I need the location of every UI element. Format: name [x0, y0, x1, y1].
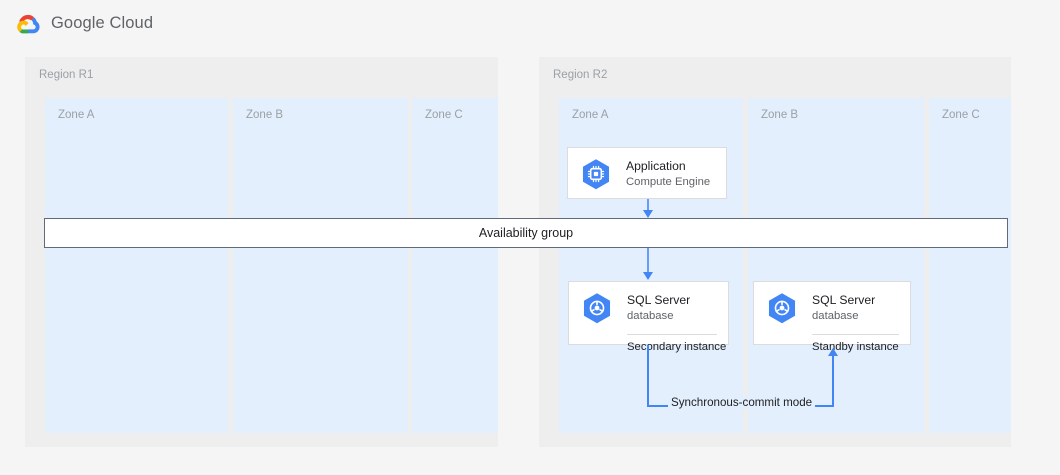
node-card-application[interactable]: Application Compute Engine: [567, 147, 727, 199]
node-card-sql-server-standby-texts: SQL Server database: [812, 293, 875, 322]
compute-engine-icon: [582, 159, 610, 190]
node-card-application-title: Application: [626, 159, 686, 174]
node-card-sql-server-secondary[interactable]: SQL Server database Secondary instance: [568, 281, 729, 353]
node-card-sql-server-secondary-title: SQL Server: [627, 293, 691, 308]
connector-availability-group-to-secondary-line: [647, 248, 649, 273]
zone-r1-a-label: Zone A: [58, 109, 95, 121]
sql-server-icon: [768, 293, 796, 324]
availability-group-bar[interactable]: Availability group: [44, 218, 1008, 248]
node-card-sql-server-secondary-body: SQL Server database: [569, 282, 728, 334]
node-card-application-subtitle: Compute Engine: [626, 175, 711, 188]
node-card-sql-server-secondary-subtitle: database: [627, 309, 674, 322]
connector-app-to-availability-group-arrow: [643, 210, 653, 218]
node-card-application-body: Application Compute Engine: [568, 148, 726, 200]
node-card-sql-server-secondary-footer: Secondary instance: [627, 334, 726, 360]
node-card-sql-server-standby[interactable]: SQL Server database Standby instance: [753, 281, 911, 353]
node-card-sql-server-standby-body: SQL Server database: [754, 282, 910, 334]
connector-sync-commit-label: Synchronous-commit mode: [668, 396, 816, 409]
node-card-sql-server-secondary-texts: SQL Server database: [627, 293, 690, 322]
connector-sync-commit-right-leg: [832, 356, 834, 407]
zone-r2-c-label: Zone C: [942, 109, 980, 121]
sql-server-icon: [583, 293, 611, 324]
zone-r2-c: Zone C: [929, 98, 1011, 433]
zone-r1-b: Zone B: [233, 98, 408, 433]
brand-name: Google Cloud: [51, 13, 154, 32]
connector-app-to-availability-group-line: [647, 199, 649, 212]
availability-group-label: Availability group: [478, 226, 574, 240]
zone-r1-c: Zone C: [412, 98, 498, 433]
zone-r2-b: Zone B: [748, 98, 924, 433]
node-card-application-texts: Application Compute Engine: [626, 159, 710, 188]
google-cloud-logo-icon: [17, 14, 40, 34]
connector-availability-group-to-secondary-arrow: [643, 272, 653, 280]
node-card-sql-server-standby-subtitle: database: [812, 309, 859, 322]
region-r2-label: Region R2: [553, 69, 608, 81]
region-r1-label: Region R1: [39, 69, 94, 81]
page-header: Google Cloud: [0, 0, 1060, 47]
zone-r2-b-label: Zone B: [761, 109, 799, 121]
zone-r1-b-label: Zone B: [246, 109, 284, 121]
zone-r2-a-label: Zone A: [572, 109, 609, 121]
connector-sync-commit-arrow: [828, 348, 838, 356]
brand-logo: Google Cloud: [16, 12, 153, 34]
node-card-sql-server-standby-footer: Standby instance: [812, 334, 899, 360]
zone-r1-a: Zone A: [45, 98, 228, 433]
connector-sync-commit-left-leg: [647, 345, 649, 407]
node-card-sql-server-standby-title: SQL Server: [812, 293, 876, 308]
zone-r1-c-label: Zone C: [425, 109, 463, 121]
